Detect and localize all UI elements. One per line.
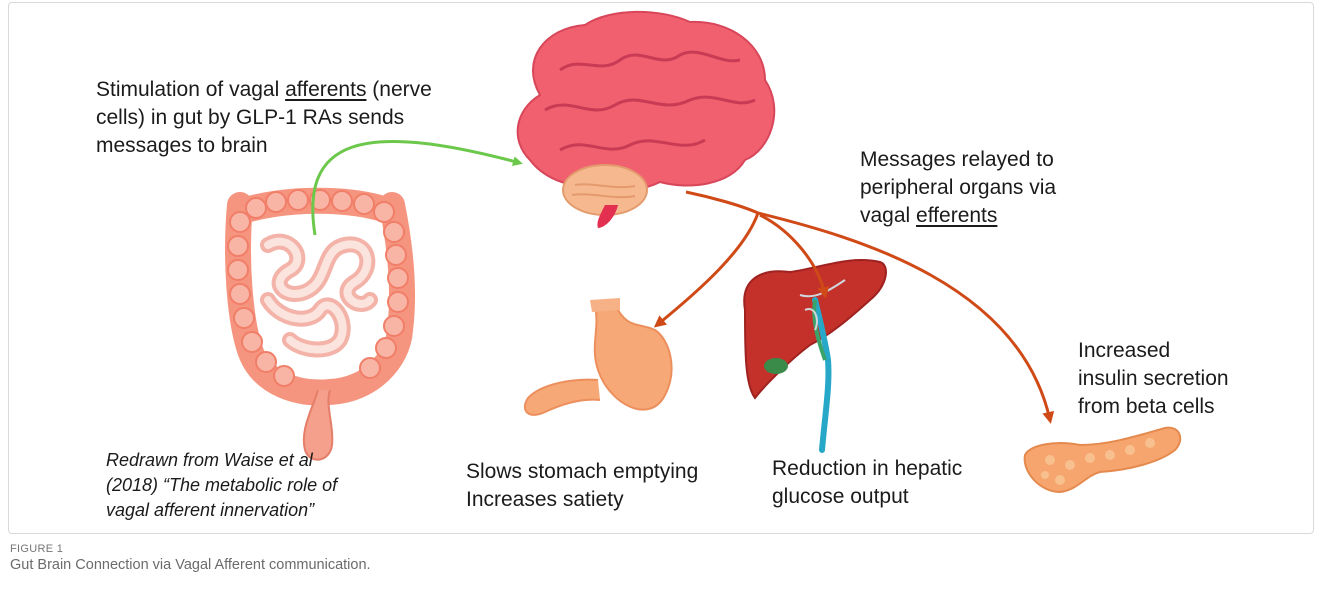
credit-label: Redrawn from Waise et al (2018) “The met…	[106, 448, 337, 523]
credit-label-line2: (2018) “The metabolic role of	[106, 473, 337, 498]
intestine-illustration	[228, 190, 408, 460]
brain-illustration	[518, 12, 775, 228]
figure-caption: Gut Brain Connection via Vagal Afferent …	[10, 557, 371, 573]
afferent-label: Stimulation of vagal afferents (nerve ce…	[96, 76, 432, 160]
efferent-label-pre: vagal	[860, 204, 916, 227]
pancreas-label-line3: from beta cells	[1078, 393, 1229, 421]
credit-label-line3: vagal afferent innervation”	[106, 498, 337, 523]
efferent-label-line1: Messages relayed to	[860, 146, 1056, 174]
stomach-label-line1: Slows stomach emptying	[466, 458, 698, 486]
figure-label: FIGURE 1	[10, 543, 63, 555]
pancreas-label: Increased insulin secretion from beta ce…	[1078, 337, 1229, 421]
efferent-trunk	[686, 192, 758, 213]
liver-label-line1: Reduction in hepatic	[772, 455, 962, 483]
stomach-illustration	[525, 298, 672, 415]
liver-label: Reduction in hepatic glucose output	[772, 455, 962, 511]
liver-label-line2: glucose output	[772, 483, 962, 511]
afferent-label-line3: messages to brain	[96, 132, 432, 160]
efferent-label-line2: peripheral organs via	[860, 174, 1056, 202]
afferent-label-line2: cells) in gut by GLP-1 RAs sends	[96, 104, 432, 132]
pancreas-illustration	[1025, 428, 1181, 492]
pancreas-label-line1: Increased	[1078, 337, 1229, 365]
efferent-label-underlined: efferents	[916, 204, 997, 227]
afferent-label-pre: Stimulation of vagal	[96, 78, 285, 101]
liver-illustration	[744, 260, 886, 450]
efferent-arrow-stomach	[657, 213, 758, 325]
pancreas-label-line2: insulin secretion	[1078, 365, 1229, 393]
credit-label-line1: Redrawn from Waise et al	[106, 448, 337, 473]
stomach-label-line2: Increases satiety	[466, 486, 698, 514]
stomach-label: Slows stomach emptying Increases satiety	[466, 458, 698, 514]
afferent-label-post: (nerve	[366, 78, 431, 101]
afferent-label-underlined: afferents	[285, 78, 366, 101]
efferent-label: Messages relayed to peripheral organs vi…	[860, 146, 1056, 230]
